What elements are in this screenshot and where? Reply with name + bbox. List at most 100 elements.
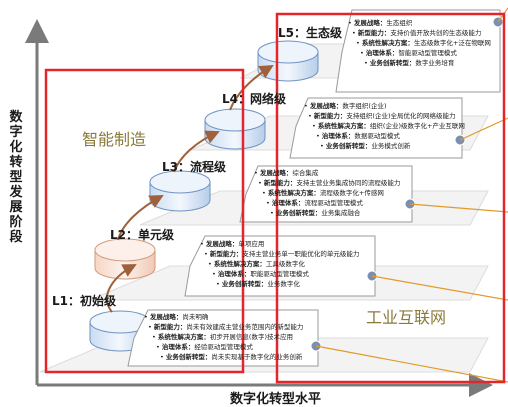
- level-label-l1: L1：初始级: [52, 294, 116, 308]
- description-key: 系统性解决方案：: [213, 260, 266, 268]
- description-l1: • 发展战略：尚未明确 • 新型能力：尚未有效建成主营业务范围内的新型能力 • 系统…: [144, 312, 303, 362]
- progression-arrows: [106, 64, 274, 313]
- description-line: • 发展战略：综合集成: [254, 169, 319, 177]
- description-l3: • 发展战略：综合集成 • 新型能力：支持主营业务集成协同的流程级能力 • 系统性解…: [254, 168, 400, 218]
- description-key: 新型能力：: [209, 250, 243, 258]
- description-value: 综合集成: [292, 169, 319, 177]
- y-axis-label-char: 化: [9, 140, 23, 155]
- cylinder-l4: [204, 108, 266, 150]
- y-axis-label-char: 展: [9, 200, 23, 215]
- description-key: 治理体系：: [161, 343, 195, 351]
- description-line: • 业务创新转型：尚未实现基于数字化的业务创新: [160, 353, 303, 361]
- cylinder-l3: [149, 170, 211, 212]
- description-key: 业务创新转型：: [369, 59, 416, 67]
- description-key: 发展战略：: [259, 169, 293, 177]
- description-line: • 系统性解决方案：生态级数字化+泛在物联网: [356, 39, 491, 47]
- cylinder-l5: [257, 40, 319, 82]
- description-value: 工具级数字化: [265, 260, 305, 268]
- description-key: 治理体系：: [365, 49, 399, 57]
- description-key: 新型能力：: [153, 323, 187, 331]
- description-key: 发展战略：: [309, 102, 343, 110]
- description-value: 数字业务培育: [415, 59, 455, 67]
- description-key: 发展战略：: [205, 240, 239, 248]
- description-value: 单项应用: [238, 240, 265, 248]
- description-line: • 治理体系：职能驱动型管理模式: [212, 270, 309, 278]
- description-value: 生态级数字化+泛在物联网: [413, 39, 491, 47]
- description-value: 支持价值开放共创的生态级能力: [390, 29, 482, 37]
- y-axis-label-char: 字: [9, 125, 23, 140]
- description-key: 治理体系：: [321, 132, 355, 140]
- description-value: 业务数字化: [267, 280, 300, 288]
- description-line: • 发展战略：生态组织: [348, 19, 413, 27]
- description-key: 系统性解决方案：: [361, 39, 414, 47]
- description-line: • 业务创新转型：业务数字化: [216, 280, 300, 288]
- description-key: 发展战略：: [353, 19, 387, 27]
- description-line: • 治理体系：经验驱动型管理模式: [156, 343, 253, 351]
- description-key: 新型能力：: [263, 179, 297, 187]
- description-value: 业务集成融合: [321, 209, 361, 217]
- description-line: • 发展战略：尚未明确: [144, 313, 209, 321]
- description-line: • 新型能力：支持主营业务单一职能优化的单元级能力: [204, 250, 360, 258]
- description-line: • 业务创新转型：数字业务培育: [364, 59, 455, 67]
- region-frame-right: [275, 12, 506, 384]
- description-key: 业务创新转型：: [221, 280, 268, 288]
- description-line: • 治理体系：智能驱动型管理模式: [360, 49, 457, 57]
- description-key: 业务创新转型：: [165, 353, 212, 361]
- description-line: • 治理体系：流程驱动型管理模式: [266, 199, 363, 207]
- description-value: 支持主营业务集成协同的流程级能力: [296, 179, 401, 187]
- description-value: 流程驱动型管理模式: [304, 199, 363, 207]
- description-key: 系统性解决方案：: [267, 189, 320, 197]
- y-axis-label-char: 型: [9, 170, 23, 185]
- description-line: • 新型能力：支持组织(企业)全局优化的网络级能力: [308, 112, 456, 120]
- description-value: 生态组织: [386, 19, 413, 27]
- description-line: • 系统性解决方案：初步开展信息(数字)技术应用: [152, 333, 293, 341]
- y-axis-label: 数字化转型发展阶段: [7, 110, 25, 245]
- description-line: • 新型能力：支持主营业务集成协同的流程级能力: [258, 179, 401, 187]
- region-title-right: 工业互联网: [366, 308, 447, 327]
- description-value: 流程级数字化+传感网: [319, 189, 384, 197]
- description-key: 业务创新转型：: [275, 209, 322, 217]
- description-line: • 业务创新转型：业务模式创新: [320, 142, 411, 150]
- description-value: 尚未实现基于数字化的业务创新: [211, 353, 303, 361]
- description-value: 数字组织(企业): [342, 102, 387, 110]
- description-value: 支持主营业务单一职能优化的单元级能力: [242, 250, 360, 258]
- description-line: • 系统性解决方案：工具级数字化: [208, 260, 305, 268]
- description-value: 智能驱动型管理模式: [398, 49, 457, 57]
- x-axis-label: 数字化转型水平: [230, 392, 322, 407]
- description-value: 尚未有效建成主营业务范围内的新型能力: [186, 323, 304, 331]
- description-line: • 系统性解决方案：流程级数字化+传感网: [262, 189, 384, 197]
- description-key: 治理体系：: [271, 199, 305, 207]
- level-label-l3: L3：流程级: [162, 160, 226, 174]
- description-value: 数据驱动型模式: [354, 132, 400, 140]
- region-frame-left: [44, 68, 245, 374]
- description-value: 尚未明确: [182, 313, 209, 321]
- y-axis-label-char: 阶: [9, 215, 23, 230]
- description-value: 职能驱动型管理模式: [250, 270, 309, 278]
- y-axis-label-char: 段: [9, 230, 23, 245]
- description-value: 业务模式创新: [371, 142, 411, 150]
- description-key: 系统性解决方案：: [157, 333, 210, 341]
- description-l2: • 发展战略：单项应用 • 新型能力：支持主营业务单一职能优化的单元级能力 • 系统…: [200, 239, 359, 289]
- y-axis-label-char: 数: [9, 110, 23, 125]
- callout-lines: [315, 7, 508, 383]
- description-value: 经验驱动型管理模式: [194, 343, 253, 351]
- description-boxes: [127, 9, 501, 367]
- description-value: 组织(企业)级数字化+产业互联网: [369, 122, 465, 130]
- level-label-l2: L2：单元级: [110, 228, 174, 242]
- description-line: • 新型能力：尚未有效建成主营业务范围内的新型能力: [148, 323, 304, 331]
- y-axis-label-char: 发: [9, 185, 23, 200]
- region-title-left: 智能制造: [82, 130, 147, 149]
- description-key: 新型能力：: [313, 112, 347, 120]
- description-key: 发展战略：: [149, 313, 183, 321]
- description-l5: • 发展战略：生态组织• 新型能力：支持价值开放共创的生态级能力• 系统性解决方…: [348, 18, 491, 68]
- description-key: 业务创新转型：: [325, 142, 372, 150]
- level-label-l5: L5：生态级: [278, 26, 342, 40]
- description-value: 支持组织(企业)全局优化的网络级能力: [346, 112, 456, 120]
- description-key: 系统性解决方案：: [317, 122, 370, 130]
- description-line: • 发展战略：单项应用: [200, 240, 265, 248]
- description-line: • 治理体系：数据驱动型模式: [316, 132, 400, 140]
- description-line: • 业务创新转型：业务集成融合: [270, 209, 361, 217]
- description-l4: • 发展战略：数字组织(企业)• 新型能力：支持组织(企业)全局优化的网络级能力…: [304, 101, 465, 151]
